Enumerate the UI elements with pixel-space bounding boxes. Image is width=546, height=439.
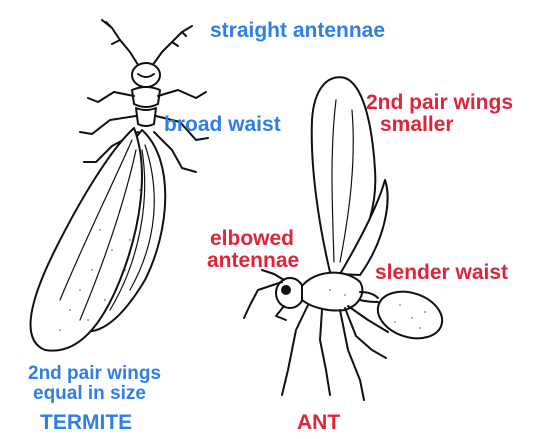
ant-wings-label-line2: smaller [380, 114, 454, 135]
ant-thorax [302, 273, 362, 311]
termite-antennae-label: straight antennae [210, 20, 385, 41]
termite-wings-label-line1: 2nd pair wings [28, 364, 161, 383]
ant-gaster [372, 284, 448, 346]
ant-antennae-label-line2: antennae [207, 250, 299, 271]
ant-title: ANT [297, 412, 340, 433]
ant-petiole [360, 292, 378, 298]
termite-wings-label-line2: equal in size [33, 384, 146, 403]
ant-waist-label: slender waist [375, 262, 508, 283]
termite-waist-label: broad waist [164, 114, 281, 135]
termite-title: TERMITE [40, 412, 132, 433]
ant-antennae-label-line1: elbowed [210, 228, 294, 249]
ant-wings-label-line1: 2nd pair wings [366, 92, 513, 113]
